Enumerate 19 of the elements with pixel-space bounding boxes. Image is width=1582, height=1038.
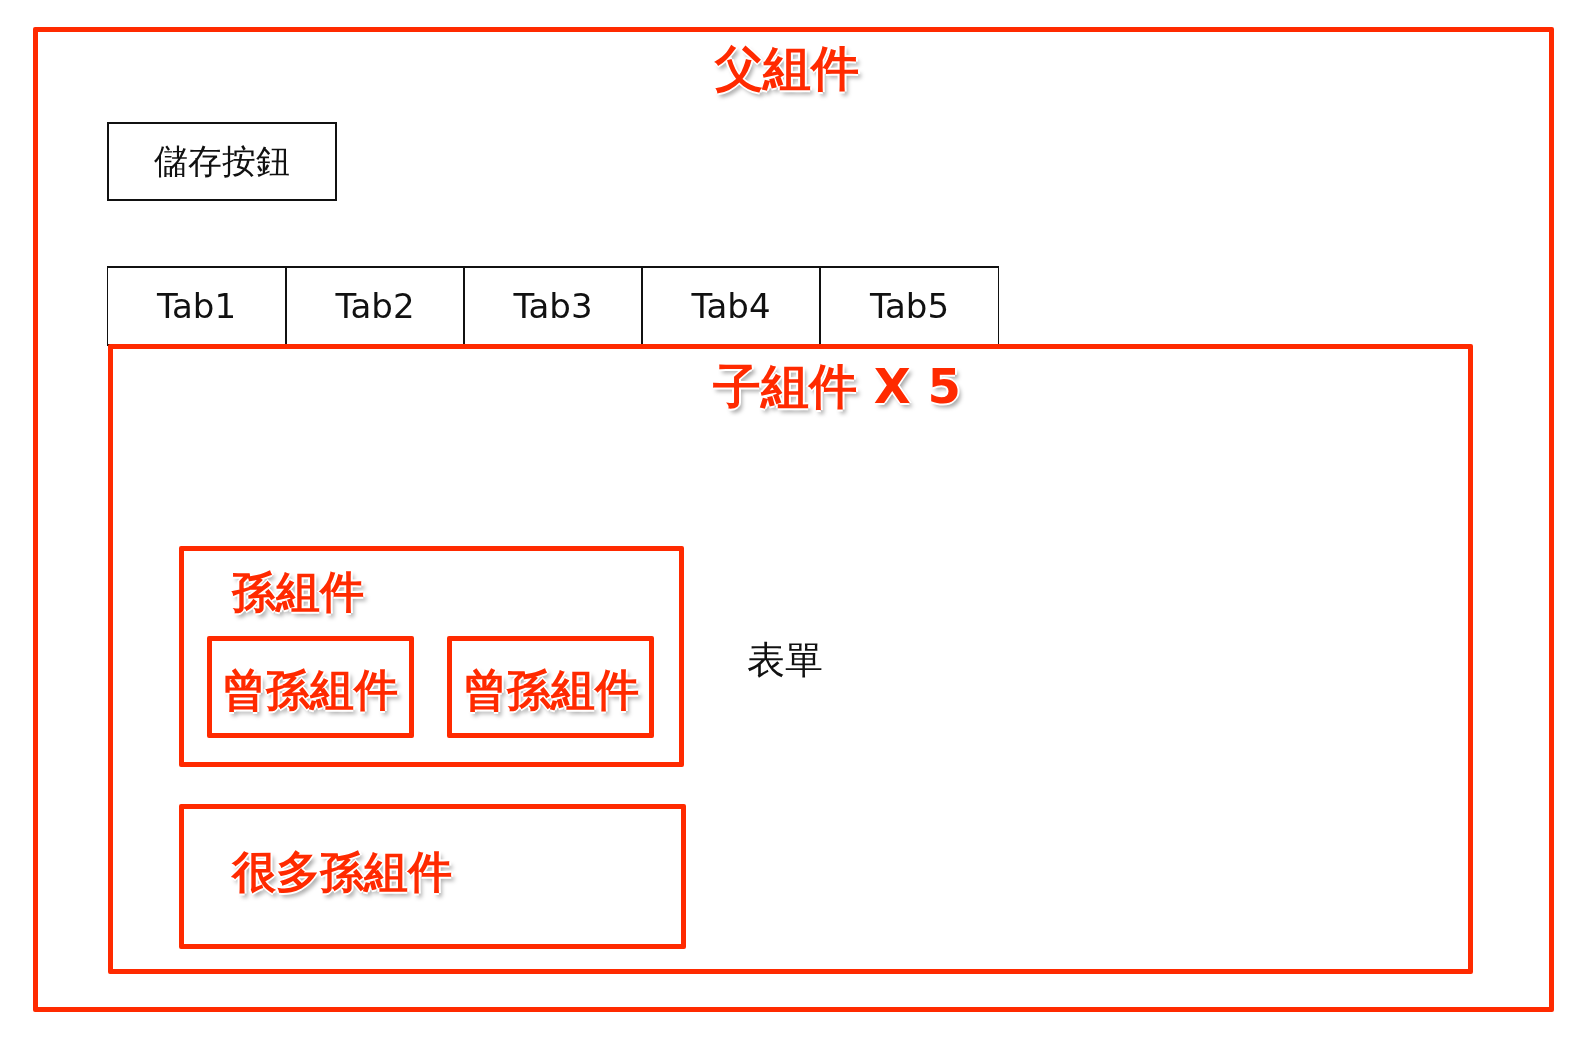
component-title: 曾孫組件 xyxy=(463,666,639,715)
form-label: 表單 xyxy=(747,640,823,682)
component-frame xyxy=(207,636,414,738)
tab: Tab1 xyxy=(107,266,286,346)
component-frame xyxy=(33,27,1554,1012)
component-title: 孫組件 xyxy=(232,568,364,617)
component-frame xyxy=(447,636,654,738)
save-button: 儲存按鈕 xyxy=(107,122,337,201)
component-title: 很多孫組件 xyxy=(232,848,452,897)
component-title: 子組件 X 5 xyxy=(713,360,961,413)
component-frame xyxy=(108,344,1473,974)
tab: Tab2 xyxy=(286,266,464,346)
component-title: 曾孫組件 xyxy=(222,666,398,715)
component-title: 父組件 xyxy=(715,42,859,95)
component-frame xyxy=(179,546,684,767)
component-frame xyxy=(179,804,686,949)
tab: Tab3 xyxy=(464,266,642,346)
tab: Tab4 xyxy=(642,266,820,346)
tab: Tab5 xyxy=(820,266,999,346)
